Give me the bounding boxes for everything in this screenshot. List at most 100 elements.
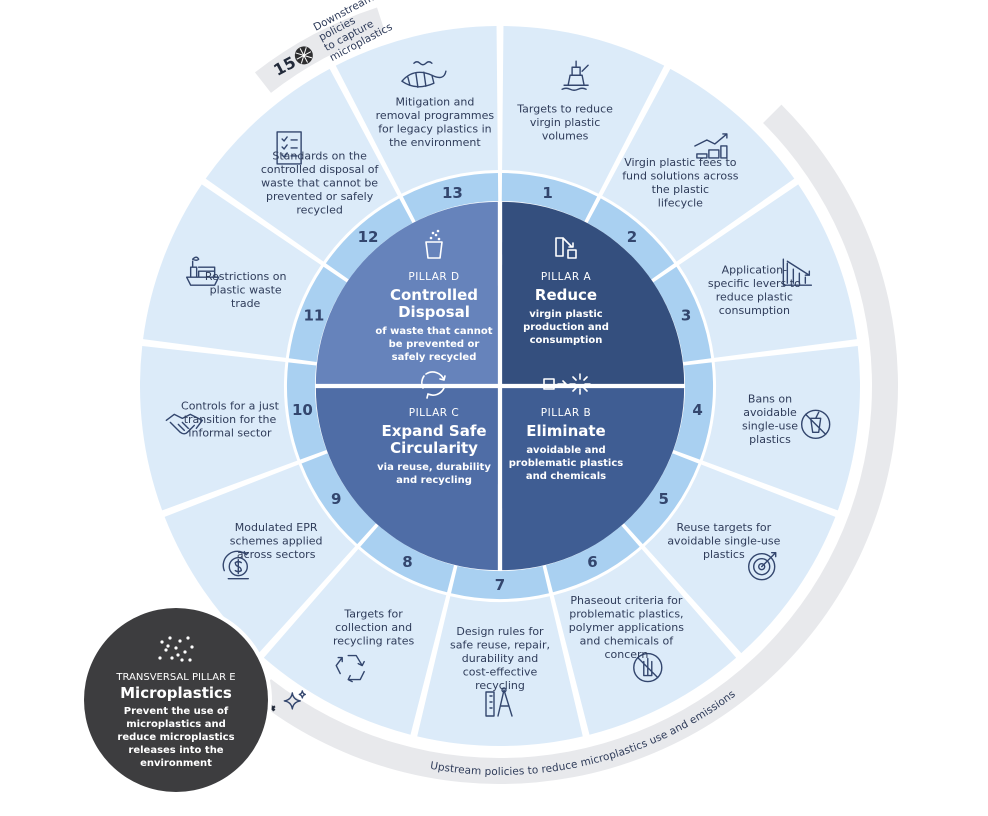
segment-label-line: plastics [703,548,745,561]
segment-10[interactable] [140,346,298,511]
segment-label-line: polymer applications [569,621,684,634]
segment-label-line: fund solutions across [622,170,739,183]
sparkles-icon [283,690,307,710]
segment-label-line: Bans on [748,393,792,406]
segment-8[interactable] [263,549,447,735]
segment-label-line: reduce plastic [716,290,793,303]
segment-2[interactable] [602,68,795,262]
no-hand-icon [633,652,663,683]
pillar-subtitle: via reuse, durability [377,462,491,473]
pillar-eyebrow: PILLAR C [409,407,460,419]
segment-number: 2 [627,228,637,246]
segment-label-line: Reuse targets for [677,521,772,534]
ring-tab-8 [360,525,455,593]
segment-number: 1 [542,184,552,202]
pillar-title: Reduce [535,286,597,304]
pillar-subtitle: of waste that cannot [375,326,492,337]
pillar-subtitle: problematic plastics [509,458,624,469]
segment-7[interactable] [417,596,583,746]
pillar-subtitle: and chemicals [526,471,606,482]
ring-tab-7 [451,566,549,599]
segment-number: 5 [659,490,669,508]
ring-tab-12 [325,198,413,280]
segment-label-line: specific levers to [708,277,801,290]
segment-number: 10 [292,401,313,419]
pillar-e-subtitle: environment [140,758,212,769]
checklist-icon [276,131,302,165]
ring-tab-13 [402,173,499,222]
no-cup-icon [800,409,831,440]
segment-label-line: transition for the [184,413,277,426]
segment-label-line: schemes applied [230,535,323,548]
pillar-c-core [379,389,497,507]
segment-label-line: cost-effective [463,666,538,679]
pillar-e-subtitle: releases into the [128,745,223,756]
pillar-subtitle: and recycling [396,475,472,486]
segment-number: 12 [358,228,379,246]
segment-1[interactable] [502,26,665,194]
pillar-e-subtitle: reduce microplastics [117,732,234,743]
pillar-eyebrow: PILLAR D [408,271,459,283]
pillar-subtitle: production and [523,322,609,333]
outer-band-15 [254,7,386,93]
segment-12[interactable] [205,68,398,262]
segment-label-line: recycling [475,679,525,692]
segment-number: 3 [681,306,691,324]
segments [140,26,860,746]
segment-label-line: plastics [749,433,791,446]
segment-label-line: Standards on the [272,149,367,162]
net-icon [401,61,447,88]
pillar-subtitle: be prevented or [389,339,480,350]
recycle-icon [335,654,365,683]
segment-label-line: recycled [296,203,342,216]
segment-label-line: informal sector [188,426,272,439]
ring-tab-9 [301,453,376,545]
segment-label-line: avoidable [743,406,797,419]
segment-label-line: Targets to reduce [516,102,613,115]
segment-number: 11 [303,306,324,324]
segment-label-line: safe reuse, repair, [450,639,550,652]
segment-label-line: and chemicals of [580,634,675,647]
segment-label-line: volumes [542,129,589,142]
segment-label-line: Restrictions on [205,270,287,283]
segment-label-line: trade [231,297,261,310]
ring-tab-6 [545,525,640,593]
segment-11[interactable] [143,184,322,358]
segment-label-line: single-use [742,420,798,433]
segment-number: 9 [331,490,341,508]
segment-label-line: plastic waste [210,284,282,297]
segment-4[interactable] [702,346,860,511]
coins-growth-icon [694,133,728,159]
segment-label-line: concern [604,648,648,661]
segment-number: 8 [402,553,412,571]
filter-mesh-icon [294,46,313,65]
segment-9[interactable] [164,464,356,654]
segment-5[interactable] [644,464,836,654]
pillar-e[interactable]: TRANSVERSAL PILLAR EMicroplasticsPrevent… [80,604,272,796]
pillar-a-core [503,265,621,383]
segment-label-line: the plastic [652,183,709,196]
segment-6[interactable] [553,549,737,735]
pillar-eyebrow: PILLAR A [541,271,592,283]
segment-13[interactable] [335,26,498,194]
segment-label-line: Application- [722,263,787,276]
segment-label-line: waste that cannot be [261,176,378,189]
square-burst-icon [543,373,591,395]
segment-3[interactable] [678,184,857,358]
pillar-e-circle [84,608,268,792]
pillar-title: Eliminate [526,422,605,440]
pillar-e-subtitle: Prevent the use of [124,706,229,717]
